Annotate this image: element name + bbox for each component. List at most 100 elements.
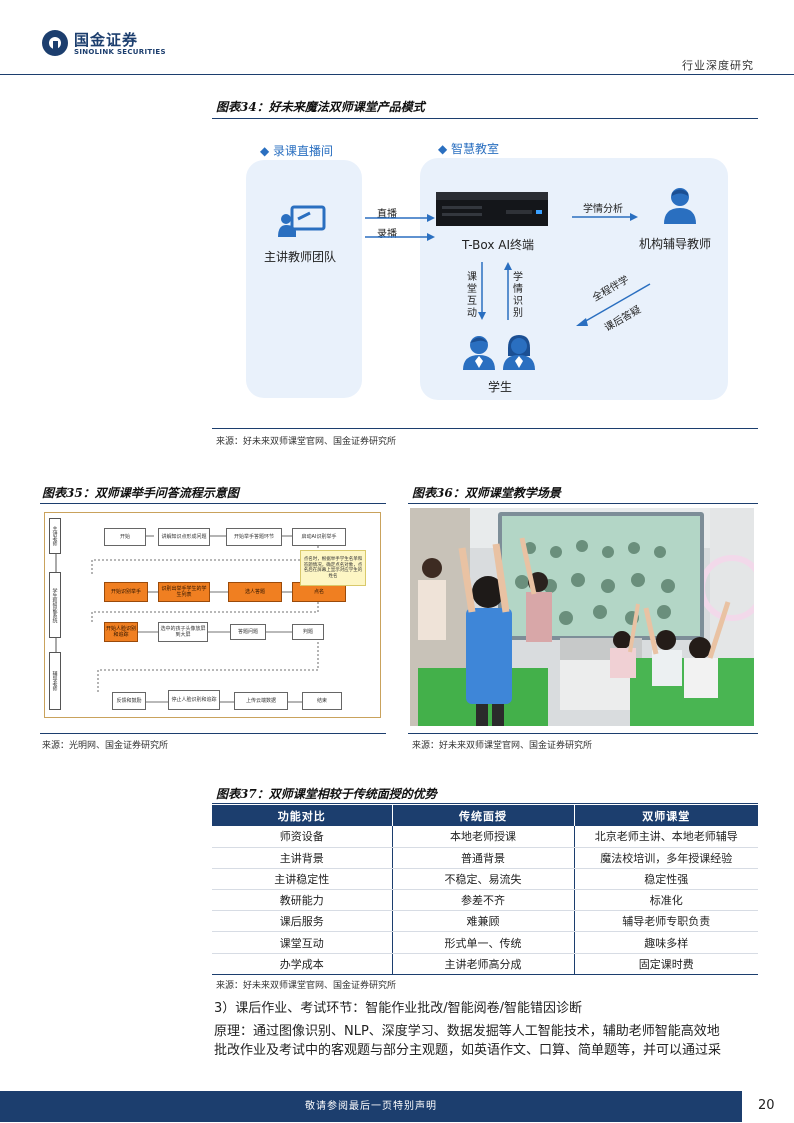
table-cell: 趣味多样: [574, 931, 758, 954]
student-girl-icon: [503, 335, 535, 370]
flow-step: 答题问题: [230, 624, 266, 640]
flow-step: 判题: [292, 624, 324, 640]
table-cell: 本地老师授课: [392, 826, 575, 848]
table-cell: 稳定性强: [574, 868, 758, 891]
analysis-arrow: [572, 213, 638, 221]
flow-step: 讲解知识点形成问题: [158, 528, 210, 546]
table-cell: 课后服务: [212, 910, 393, 933]
fig36-source: 来源：好未来双师课堂官网、国金证券研究所: [412, 741, 593, 751]
table-row: 主讲背景 普通背景 魔法校培训，多年授课经验: [212, 847, 758, 869]
fig36-top-rule: [408, 503, 758, 504]
table37-source: 来源：好未来双师课堂官网、国金证券研究所: [216, 981, 397, 991]
students-label: 学生: [488, 380, 513, 394]
table-cell: 主讲稳定性: [212, 868, 393, 891]
recorded-label: 录播: [377, 229, 397, 240]
table-row: 教研能力 参差不齐 标准化: [212, 889, 758, 912]
page-number: 20: [758, 1098, 775, 1113]
body-paragraph-line: 批改作业及考试中的客观题与部分主观题，如英语作文、口算、简单题等，并可以通过采: [214, 1043, 722, 1058]
table-cell: 辅导老师专职负责: [574, 910, 758, 933]
logo-english: SINOLINK SECURITIES: [74, 48, 166, 56]
fig34-source: 来源：好未来双师课堂官网、国金证券研究所: [216, 437, 397, 447]
table-cell: 不稳定、易流失: [392, 868, 575, 891]
flow-step: 反馈和鼓励: [112, 692, 146, 710]
flow-step: 开始: [104, 528, 146, 546]
fig34-top-rule: [212, 118, 758, 119]
table-row: 课后服务 难兼顾 辅导老师专职负责: [212, 910, 758, 933]
table-cell: 难兼顾: [392, 910, 575, 933]
table-cell: 主讲老师高分成: [392, 953, 575, 975]
table-cell: 魔法校培训，多年授课经验: [574, 847, 758, 869]
table-cell: 固定课时费: [574, 953, 758, 975]
flow-step: 选中的孩子头像放屏到大屏: [158, 622, 208, 642]
logo-chinese: 国金证券: [74, 31, 139, 49]
table-row: 师资设备 本地老师授课 北京老师主讲、本地老师辅导: [212, 826, 758, 848]
student-boy-icon: [463, 336, 495, 370]
table-row: 主讲稳定性 不稳定、易流失 稳定性强: [212, 868, 758, 891]
body-paragraph-line: 原理：通过图像识别、NLP、深度学习、数据发掘等人工智能技术，辅助老师智能高效地: [214, 1024, 720, 1039]
fig36-title: 图表36：双师课堂教学场景: [412, 486, 561, 500]
fig35-source: 来源：光明网、国金证券研究所: [42, 741, 169, 751]
flow-step-highlight: 开始识别举手: [104, 582, 148, 602]
column-header: 传统面授: [392, 805, 575, 826]
table-row: 课堂互动 形式单一、传统 趣味多样: [212, 931, 758, 954]
fig35-title: 图表35：双师课举手问答流程示意图: [42, 486, 239, 500]
fig34-title: 图表34：好未来魔法双师课堂产品模式: [216, 100, 425, 114]
classroom-scene-image: [410, 508, 754, 726]
footer-disclaimer: 敬请参阅最后一页特别声明: [305, 1101, 437, 1112]
live-label: 直播: [377, 209, 397, 220]
table-cell: 课堂互动: [212, 931, 393, 954]
table37-bottom-rule: [212, 974, 758, 975]
broadcast-arrows: [365, 214, 435, 241]
flow-note: 点名时，根据举手学生名单和答题情况，确定点名对象，点名后在屏幕上显示对应学生的姓…: [300, 550, 366, 586]
table-cell: 形式单一、传统: [392, 931, 575, 954]
fig34-left-label: ◆ 录课直播间: [260, 144, 334, 158]
vertical-arrows: [478, 262, 512, 320]
flow-step-highlight: 开始人脸识别和追踪: [104, 622, 138, 642]
flow-step-highlight: 选人答题: [228, 582, 282, 602]
lane-main-teacher: 主讲老师: [49, 518, 61, 554]
footer-band: [0, 1091, 742, 1122]
lane-students-system: 学生和智能系统: [49, 572, 61, 638]
tutor-icon: [664, 188, 696, 224]
recording-studio-panel: [246, 160, 362, 398]
table-cell: 主讲背景: [212, 847, 393, 869]
table-cell: 普通背景: [392, 847, 575, 869]
tbox-device-icon: [436, 192, 548, 226]
section-heading: 3）课后作业、考试环节：智能作业批改/智能阅卷/智能错因诊断: [214, 1001, 583, 1016]
table-cell: 参差不齐: [392, 889, 575, 912]
lane-connector: [55, 554, 57, 652]
fig35-bottom-rule: [40, 733, 386, 734]
learning-recognition-label: 学情识别: [513, 272, 523, 319]
table-header-row: 功能对比 传统面授 双师课堂: [212, 805, 758, 826]
column-header: 双师课堂: [574, 805, 758, 826]
flowchart-connectors: [91, 535, 319, 703]
table-cell: 标准化: [574, 889, 758, 912]
table37-title: 图表37：双师课堂相较于传统面授的优势: [216, 787, 437, 801]
fig34-right-label: ◆ 智慧教室: [438, 142, 500, 156]
flowchart-frame: [44, 512, 381, 718]
tutor-label: 机构辅导教师: [639, 237, 712, 251]
table-cell: 教研能力: [212, 889, 393, 912]
table-cell: 北京老师主讲、本地老师辅导: [574, 826, 758, 848]
flow-step: 结束: [302, 692, 342, 710]
tbox-label: T-Box AI终端: [462, 238, 535, 252]
learning-analysis-label: 学情分析: [583, 204, 623, 215]
header-divider: [0, 74, 794, 75]
flow-step: 停止人脸识别和追踪: [168, 690, 220, 710]
flow-step: 启动AI识别举手: [292, 528, 346, 546]
lane-tutor: 辅导老师: [49, 652, 61, 710]
table37-top-rule: [212, 803, 758, 804]
diagonal-arrows: [576, 283, 651, 326]
teacher-team-label: 主讲教师团队: [264, 250, 337, 264]
company-logo-icon: [42, 30, 68, 56]
fig35-top-rule: [40, 503, 386, 504]
flow-step: 开始举手答题环节: [226, 528, 282, 546]
flow-step: 上传云端数据: [234, 692, 288, 710]
table-cell: 办学成本: [212, 953, 393, 975]
report-type: 行业深度研究: [682, 59, 754, 72]
table-cell: 师资设备: [212, 826, 393, 848]
flow-step-highlight: 识别出举手学生的学生列表: [158, 582, 210, 602]
class-interaction-label: 课堂互动: [467, 272, 477, 319]
table-row: 办学成本 主讲老师高分成 固定课时费: [212, 953, 758, 975]
comparison-table: 功能对比 传统面授 双师课堂 师资设备 本地老师授课 北京老师主讲、本地老师辅导…: [212, 805, 758, 975]
